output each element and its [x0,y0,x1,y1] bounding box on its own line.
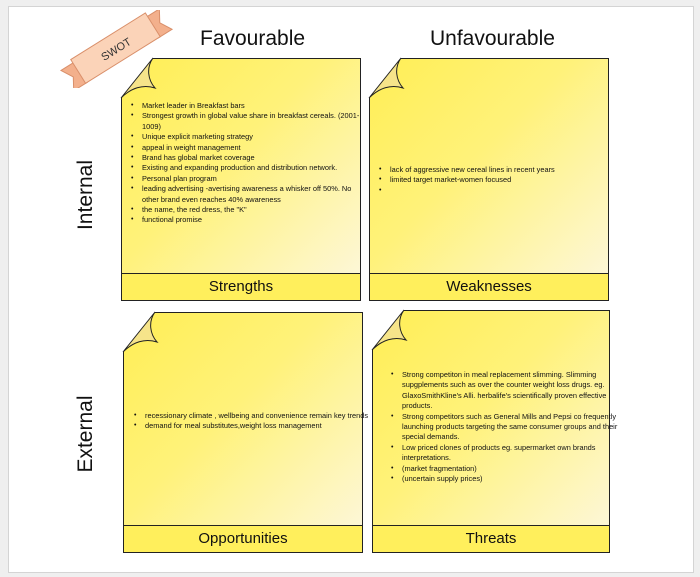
list-item: Unique explicit marketing strategy [131,132,368,143]
list-item: functional promise [131,215,368,226]
row-header-external: External [74,395,97,473]
list-item: Strong competiton in meal replacement sl… [391,370,626,412]
list-item: demand for meal substitutes,weight loss … [134,421,379,432]
list-item: (uncertain supply prices) [391,474,626,485]
list-item: Brand has global market coverage [131,153,368,164]
list-item: the name, the red dress, the "K" [131,205,368,216]
list-item: Existing and expanding production and di… [131,163,368,174]
opportunities-list: recessionary climate , wellbeing and con… [131,411,379,432]
weaknesses-label: Weaknesses [369,273,609,301]
list-item: appeal in weight management [131,143,368,154]
list-item: lack of aggressive new cereal lines in r… [379,165,616,176]
list-item: Market leader in Breakfast bars [131,101,368,112]
list-item: (market fragmentation) [391,464,626,475]
strengths-label: Strengths [121,273,361,301]
list-item: leading advertising -avertising awarenes… [131,184,368,205]
list-item: limited target market-women focused [379,175,616,186]
column-header-unfavourable: Unfavourable [430,27,555,50]
list-item: Strong competitors such as General Mills… [391,412,626,443]
list-item: Strongest growth in global value share i… [131,111,368,132]
column-header-favourable: Favourable [200,27,306,50]
list-item: Low priced clones of products eg. superm… [391,443,626,464]
opportunities-label: Opportunities [123,525,363,553]
row-header-internal: Internal [74,159,97,231]
threats-list: Strong competiton in meal replacement sl… [388,370,626,485]
list-item: Personal plan program [131,174,368,185]
strengths-list: Market leader in Breakfast bars Stronges… [128,101,368,226]
list-item: recessionary climate , wellbeing and con… [134,411,379,422]
weaknesses-list: lack of aggressive new cereal lines in r… [376,165,616,197]
list-item [379,186,616,197]
threats-label: Threats [372,525,610,553]
